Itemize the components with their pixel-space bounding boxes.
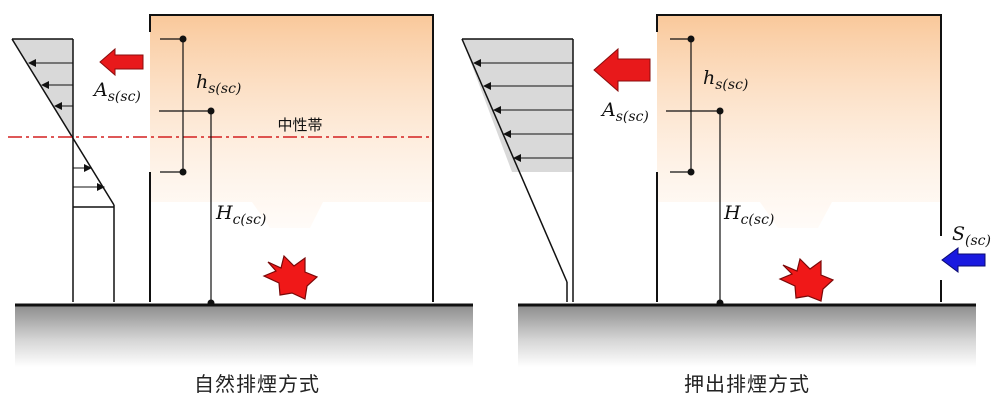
neutral-zone-label: 中性帯 <box>277 116 322 134</box>
exhaust-arrow-left <box>99 47 144 77</box>
smoke-height-label-left: hs(sc) <box>196 71 241 97</box>
room-wall-right <box>656 14 942 236</box>
opening-area-label-left: As(sc) <box>92 79 141 105</box>
ceiling-height-label-right: Hc(sc) <box>723 202 774 228</box>
right-panel-push-exhaust: As(sc) hs(sc) Hc(sc) S(sc) 押出排煙方式 <box>461 14 991 396</box>
room-wall-left <box>149 14 434 302</box>
caption-right: 押出排煙方式 <box>684 372 810 396</box>
smoke-height-label-right: hs(sc) <box>703 67 748 93</box>
fire-icon <box>262 254 319 300</box>
left-panel-natural-exhaust: 中性帯 As(sc) hs(sc) Hc(sc) 自然排煙方式 <box>8 14 473 396</box>
supply-label: S(sc) <box>952 223 991 249</box>
ceiling-height-label-left: Hc(sc) <box>215 202 266 228</box>
smoke-layer-right <box>657 15 941 228</box>
caption-left: 自然排煙方式 <box>194 372 320 396</box>
ground-right <box>518 305 976 367</box>
supply-arrow-right <box>941 247 986 273</box>
pressure-diagram-right <box>462 39 573 172</box>
fire-icon <box>778 257 835 302</box>
exhaust-arrow-right <box>593 47 651 93</box>
ground-left <box>15 305 473 367</box>
smoke-layer-left <box>150 15 433 228</box>
opening-area-label-right: As(sc) <box>600 99 649 125</box>
